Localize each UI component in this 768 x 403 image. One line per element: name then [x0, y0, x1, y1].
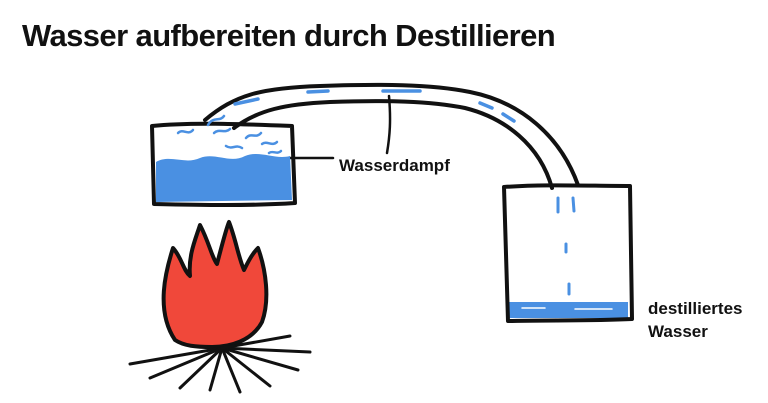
distilled-water-label-line1: destilliertes — [648, 299, 743, 318]
distilled-water-label-line2: Wasser — [648, 322, 708, 341]
distilled-water — [509, 302, 628, 318]
collection-container — [502, 183, 634, 323]
fire-icon — [128, 220, 312, 394]
vapor-tube — [203, 82, 580, 190]
heating-water — [156, 154, 292, 202]
vapor-pointer — [288, 94, 392, 160]
vapor-dashes — [233, 89, 516, 123]
distilled-water-label: destilliertes Wasser — [648, 297, 743, 343]
vapor-label: Wasserdampf — [339, 156, 450, 175]
page-title: Wasser aufbereiten durch Destillieren — [22, 18, 556, 53]
heating-container — [150, 114, 297, 207]
